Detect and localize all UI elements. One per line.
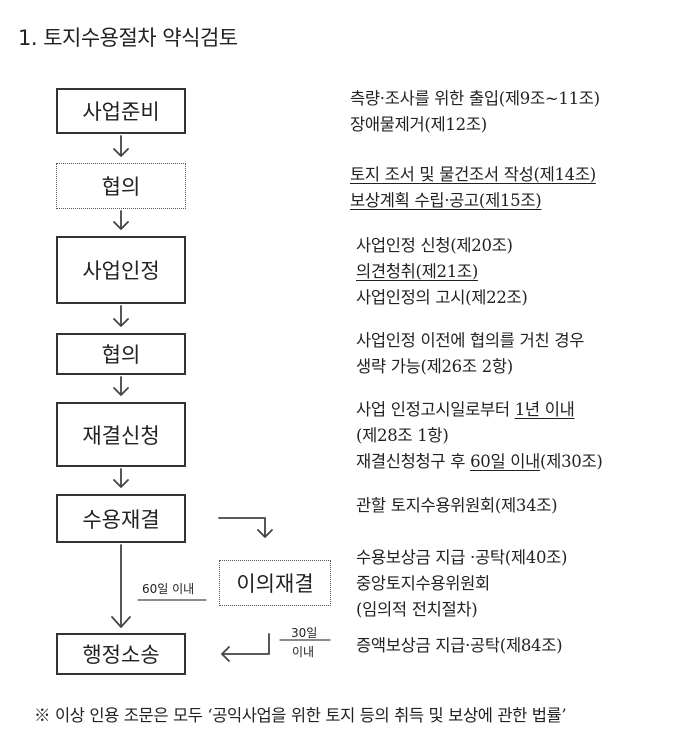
label-thirty-days-top: 30일 bbox=[291, 626, 318, 640]
step-label: 재결신청 bbox=[82, 423, 160, 448]
desc-line: 증액보상금 지급·공탁(제84조) bbox=[356, 636, 563, 655]
arrow-left bbox=[221, 633, 270, 662]
desc-line: 토지 조서 및 물건조서 작성(제14조) bbox=[350, 165, 596, 184]
page-title: 1. 토지수용절차 약식검토 bbox=[18, 26, 238, 50]
desc-line: 측량·조사를 위한 출입(제9조~11조) bbox=[350, 89, 600, 108]
desc-line: 수용보상금 지급 ·공탁(제40조) bbox=[356, 548, 568, 567]
desc-line: 관할 토지수용위원회(제34조) bbox=[356, 496, 558, 515]
desc-line: 의견청취(제21조) bbox=[356, 262, 478, 281]
arrow-down-3 bbox=[113, 305, 129, 327]
desc-text: (제30조) bbox=[540, 452, 603, 471]
desc-deadline: 60일 이내 bbox=[470, 452, 541, 471]
desc-project-approval: 사업인정 신청(제20조) 의견청취(제21조) 사업인정의 고시(제22조) bbox=[356, 233, 528, 311]
step-label: 수용재결 bbox=[82, 507, 160, 532]
desc-deadline: 1년 이내 bbox=[514, 400, 575, 419]
label-thirty-days-bottom: 이내 bbox=[292, 645, 315, 659]
desc-line: 사업인정 이전에 협의를 거친 경우 bbox=[356, 331, 585, 350]
arrow-down-1 bbox=[113, 135, 129, 157]
desc-negotiation-1: 토지 조서 및 물건조서 작성(제14조) 보상계획 수립·공고(제15조) bbox=[350, 162, 596, 214]
step-adjudication-request: 재결신청 bbox=[56, 402, 186, 467]
desc-adjudication-request: 사업 인정고시일로부터 1년 이내 (제28조 1항) 재결신청청구 후 60일… bbox=[356, 397, 603, 475]
arrow-down-5 bbox=[113, 468, 129, 488]
step-label: 사업인정 bbox=[82, 259, 160, 283]
desc-negotiation-2: 사업인정 이전에 협의를 거친 경우 생략 가능(제26조 2항) bbox=[356, 328, 584, 380]
label-sixty-days: 60일 이내 bbox=[142, 582, 195, 596]
arrow-down-4 bbox=[113, 376, 129, 396]
desc-line: 사업인정 신청(제20조) bbox=[356, 236, 513, 255]
desc-objection-ruling: 수용보상금 지급 ·공탁(제40조) 중앙토지수용위원회 (임의적 전치절차) bbox=[356, 545, 567, 623]
desc-line: 장애물제거(제12조) bbox=[350, 115, 487, 134]
desc-text: 사업 인정고시일로부터 bbox=[356, 400, 515, 419]
desc-line: 중앙토지수용위원회 bbox=[356, 574, 490, 593]
footnote: ※ 이상 인용 조문은 모두 ‘공익사업을 위한 토지 등의 취득 및 보상에 … bbox=[34, 706, 567, 725]
step-project-approval: 사업인정 bbox=[56, 236, 186, 304]
arrow-down-2 bbox=[113, 210, 129, 230]
desc-line: 생략 가능(제26조 2항) bbox=[356, 357, 513, 376]
desc-litigation: 증액보상금 지급·공탁(제84조) bbox=[356, 633, 563, 659]
desc-preparation: 측량·조사를 위한 출입(제9조~11조) 장애물제거(제12조) bbox=[350, 86, 600, 138]
desc-line: 사업인정의 고시(제22조) bbox=[356, 288, 528, 307]
step-label: 행정소송 bbox=[82, 643, 160, 667]
arrow-right-down bbox=[218, 517, 273, 538]
step-label: 협의 bbox=[101, 343, 141, 367]
desc-text: 재결신청청구 후 bbox=[356, 452, 471, 471]
step-preparation: 사업준비 bbox=[56, 88, 186, 134]
step-label: 협의 bbox=[101, 175, 141, 199]
step-label: 사업준비 bbox=[82, 100, 160, 124]
desc-line: (임의적 전치절차) bbox=[356, 600, 478, 619]
desc-line: 보상계획 수립·공고(제15조) bbox=[350, 191, 542, 210]
arrow-down-long bbox=[111, 544, 131, 628]
step-administrative-litigation: 행정소송 bbox=[56, 633, 186, 675]
desc-line: (제28조 1항) bbox=[356, 426, 449, 445]
step-objection-ruling: 이의재결 bbox=[219, 560, 331, 606]
step-expropriation-ruling: 수용재결 bbox=[56, 494, 186, 543]
step-negotiation-2: 협의 bbox=[56, 333, 186, 375]
step-negotiation-1: 협의 bbox=[56, 163, 186, 209]
step-label: 이의재결 bbox=[236, 572, 314, 596]
desc-expropriation-ruling: 관할 토지수용위원회(제34조) bbox=[356, 493, 558, 519]
